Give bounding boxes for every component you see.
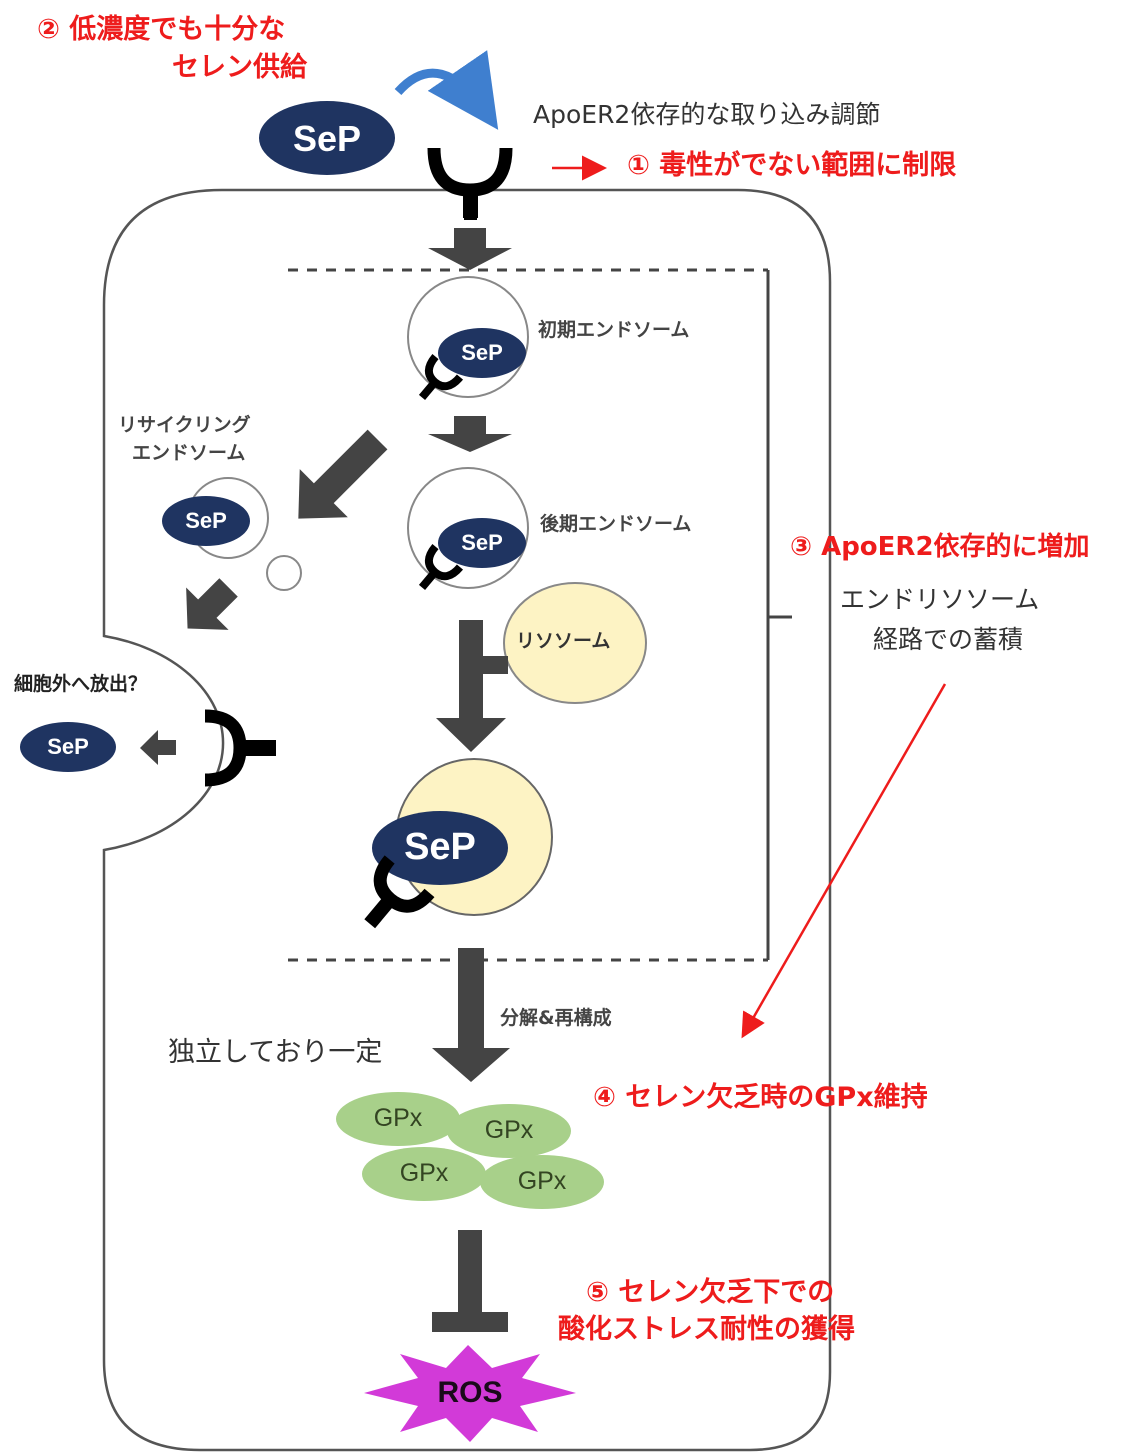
- gpx-4: [480, 1155, 604, 1209]
- sep-label-top: SeP: [292, 118, 362, 159]
- gpx-label-1: GPx: [373, 1104, 423, 1132]
- gpx-label-2: GPx: [484, 1116, 534, 1144]
- arrow-to-recycling: [298, 429, 388, 519]
- gpx-3: [362, 1147, 486, 1201]
- red-arrow-4: [741, 683, 947, 1039]
- annotation-2-line2: セレン供給: [172, 52, 307, 83]
- arrow-degradation: [432, 948, 510, 1082]
- sep-label-exported: SeP: [47, 734, 89, 759]
- annotation-5-line1: ⑤ セレン欠乏下での: [586, 1277, 835, 1308]
- early-endosome-label: 初期エンドソーム: [538, 319, 690, 341]
- small-vesicle: [266, 555, 302, 591]
- receptor-early: [418, 353, 464, 401]
- inhibition-bar: [432, 1230, 508, 1332]
- gpx-label-4: GPx: [517, 1167, 567, 1195]
- arrow-fusion: [436, 620, 508, 752]
- sep-label-late: SeP: [461, 530, 503, 555]
- sep-late: [438, 518, 526, 568]
- uptake-label: ApoER2依存的な取り込み調節: [533, 100, 881, 129]
- ros-label: ROS: [437, 1376, 503, 1409]
- gpx-label-3: GPx: [399, 1159, 449, 1187]
- gpx-1: [336, 1092, 460, 1146]
- annotation-3: ③ ApoER2依存的に増加: [790, 532, 1090, 562]
- annotation-2-line1: ② 低濃度でも十分な: [37, 14, 286, 45]
- receptor-export: [204, 709, 276, 787]
- sep-endolysosome: [372, 811, 508, 885]
- supply-curved-arrow: [394, 50, 499, 130]
- recycling-endosome-label-1: リサイクリング: [118, 414, 251, 436]
- entry-arrow: [428, 228, 512, 270]
- lysosome: [503, 582, 647, 704]
- annotation-5-line2: 酸化ストレス耐性の獲得: [558, 1314, 855, 1345]
- independent-label: 独立しており一定: [168, 1037, 383, 1068]
- endolysosome-label-1: エンドリソソーム: [840, 585, 1040, 614]
- endolysosome-label-2: 経路での蓄積: [873, 625, 1024, 654]
- sep-outside-cell: [259, 101, 395, 175]
- sep-early: [438, 328, 526, 378]
- sep-label-early: SeP: [461, 340, 503, 365]
- ros-starburst: [364, 1345, 576, 1442]
- sep-label-recycling: SeP: [185, 508, 227, 533]
- arrow-early-to-late: [428, 416, 512, 452]
- late-endosome-label: 後期エンドソーム: [540, 513, 692, 535]
- recycling-endosome-label-2: エンドソーム: [132, 442, 246, 464]
- export-label: 細胞外へ放出？: [14, 673, 148, 695]
- receptor-late: [418, 543, 464, 591]
- annotation-1: ① 毒性がでない範囲に制限: [627, 150, 957, 181]
- sep-label-endolysosome: SeP: [404, 826, 476, 868]
- lysosome-label: リソソーム: [516, 630, 611, 652]
- receptor-endolysosome: [364, 855, 435, 929]
- arrow-export-small: [140, 730, 176, 765]
- degradation-label: 分解&再構成: [500, 1007, 612, 1029]
- sep-recycling: [162, 496, 250, 546]
- annotation-4: ④ セレン欠乏時のGPx維持: [593, 1082, 928, 1113]
- gpx-2: [447, 1104, 571, 1158]
- pathway-bracket: [766, 270, 792, 960]
- cell-membrane: [102, 188, 832, 1452]
- arrow-to-export: [186, 578, 238, 630]
- sep-exported: [20, 722, 116, 772]
